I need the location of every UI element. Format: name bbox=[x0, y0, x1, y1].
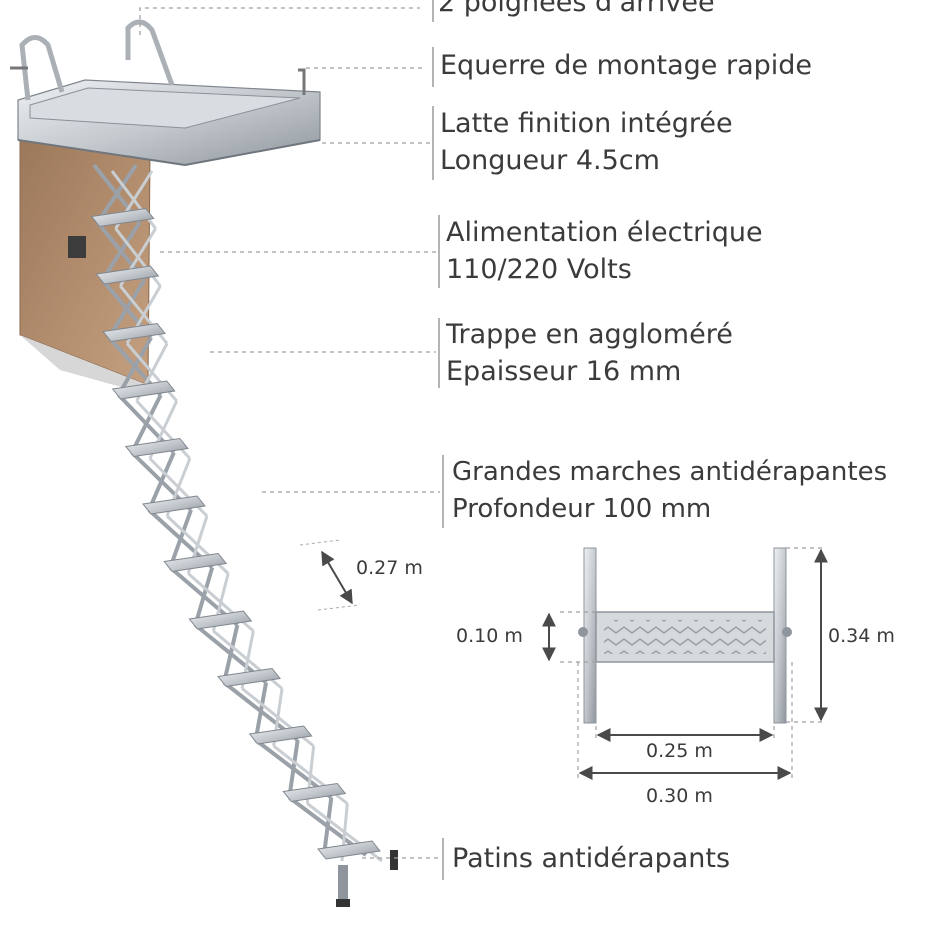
leader-lines bbox=[139, 7, 440, 859]
ladder-step bbox=[163, 552, 228, 573]
mounting-bracket bbox=[298, 68, 306, 95]
step-spacing-arrow bbox=[321, 550, 353, 605]
dim-step-spacing: 0.27 m bbox=[356, 557, 423, 579]
label-bars bbox=[432, 0, 444, 880]
ladder-step bbox=[248, 725, 313, 745]
ladder-foot bbox=[338, 865, 348, 903]
label-power-supply: Alimentation électrique 110/220 Volts bbox=[446, 214, 763, 288]
ladder-step bbox=[217, 667, 282, 688]
label-trapdoor-line1: Trappe en aggloméré bbox=[446, 319, 733, 350]
ladder-step bbox=[188, 610, 253, 630]
anti-slip-pad bbox=[336, 899, 350, 907]
dim-step-inner-width: 0.25 m bbox=[646, 740, 713, 762]
leader-handles bbox=[139, 7, 420, 35]
label-finish-strip-line2: Longueur 4.5cm bbox=[440, 145, 660, 176]
label-power-supply-line1: Alimentation électrique bbox=[446, 217, 763, 248]
step-detail bbox=[542, 547, 828, 780]
label-feet: Patins antidérapants bbox=[452, 840, 730, 877]
ladder-step bbox=[90, 207, 155, 228]
ladder-step bbox=[282, 782, 347, 803]
label-trapdoor-line2: Epaisseur 16 mm bbox=[446, 356, 682, 387]
top-frame bbox=[10, 19, 321, 166]
anti-slip-pad bbox=[390, 850, 398, 870]
ladder-step bbox=[317, 840, 381, 860]
dim-step-depth: 0.10 m bbox=[456, 625, 523, 647]
arrival-handle-right bbox=[125, 19, 175, 86]
label-trapdoor: Trappe en aggloméré Epaisseur 16 mm bbox=[446, 316, 733, 390]
dim-step-outer-width: 0.30 m bbox=[646, 785, 713, 807]
label-power-supply-line2: 110/220 Volts bbox=[446, 254, 632, 285]
ladder-step bbox=[111, 380, 176, 400]
label-arrival-handles: 2 poignées d'arrivée bbox=[438, 0, 715, 21]
label-arrival-handles-text: 2 poignées d'arrivée bbox=[438, 0, 715, 18]
label-steps: Grandes marches antidérapantes Profondeu… bbox=[452, 454, 887, 528]
label-finish-strip-line1: Latte finition intégrée bbox=[440, 108, 733, 139]
arrival-handle-left bbox=[19, 35, 65, 101]
ladder-step bbox=[102, 322, 167, 343]
label-mounting-bracket-text: Equerre de montage rapide bbox=[440, 50, 813, 81]
power-box bbox=[68, 236, 86, 258]
ladder-step bbox=[124, 437, 189, 458]
label-mounting-bracket: Equerre de montage rapide bbox=[440, 47, 812, 84]
scissor-ladder bbox=[90, 163, 398, 907]
label-steps-line1: Grandes marches antidérapantes bbox=[452, 457, 888, 487]
label-steps-line2: Profondeur 100 mm bbox=[452, 494, 712, 524]
label-finish-strip: Latte finition intégrée Longueur 4.5cm bbox=[440, 105, 733, 179]
dim-step-height: 0.34 m bbox=[828, 625, 895, 647]
label-feet-text: Patins antidérapants bbox=[452, 843, 731, 874]
ladder-step bbox=[95, 265, 160, 285]
ladder-step bbox=[142, 495, 206, 515]
